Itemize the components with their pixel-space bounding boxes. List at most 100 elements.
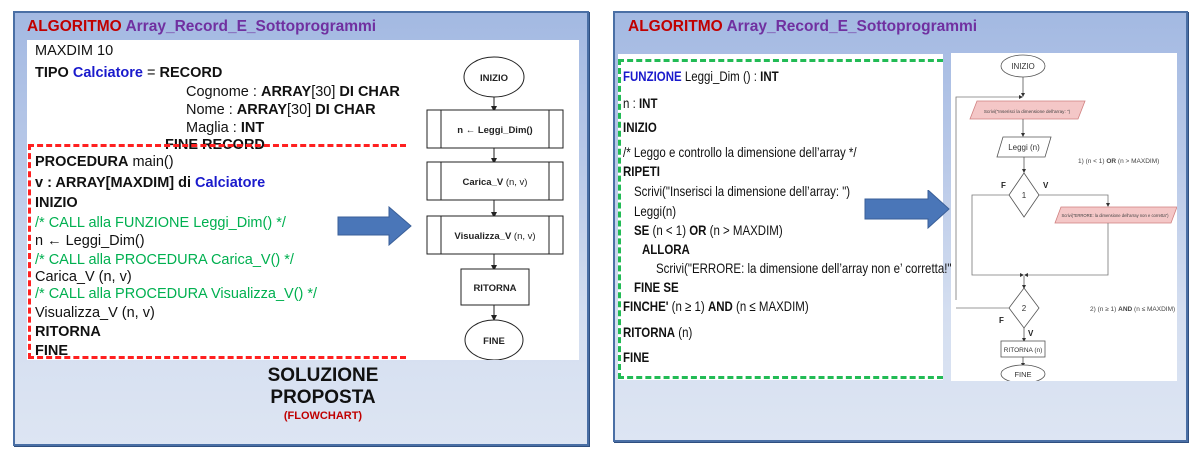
se-line: SE (n < 1) OR (n > MAXDIM): [634, 222, 783, 238]
ripeti: RIPETI: [623, 163, 661, 179]
leggi-n: Leggi(n): [634, 203, 677, 219]
leggi-dim-flowchart: INIZIO Scrivi("Inserisci la dimensione d…: [951, 53, 1177, 381]
finche-cond2: (n ≤ MAXDIM): [732, 298, 809, 314]
allora: ALLORA: [642, 241, 690, 257]
se-cond2: (n > MAXDIM): [706, 222, 783, 238]
flowchart-end-label: FINE: [483, 336, 505, 347]
v-decl: v : ARRAY[MAXDIM] di: [35, 175, 196, 191]
tipo-record: RECORD: [159, 65, 223, 81]
field-type-rest: DI CHAR: [335, 84, 400, 100]
tipo-keyword: TIPO: [35, 65, 69, 81]
flowchart-step-label: Visualizza_V (n, v): [454, 231, 535, 242]
comment-visualizza-v: /* CALL alla PROCEDURA Visualizza_V() */: [35, 286, 318, 302]
flowchart-decision-1: [1008, 172, 1040, 218]
step-bold: Carica_V: [463, 177, 504, 188]
legend-prefix: 1) (n < 1): [1078, 158, 1106, 165]
step-args: (n, v): [503, 177, 527, 188]
field-cognome: Cognome : ARRAY[30] DI CHAR: [186, 84, 400, 100]
flowchart-start-label: INIZIO: [480, 73, 508, 84]
maxdim-line: MAXDIM 10: [35, 43, 114, 59]
flowchart-end: [464, 319, 524, 360]
step-args: (n, v): [511, 231, 535, 242]
stmt-visualizza-v: Visualizza_V (n, v): [35, 305, 155, 321]
se-keyword: SE: [634, 222, 650, 238]
function-box: [618, 59, 943, 379]
right-panel-title: ALGORITMO Array_Record_E_Sottoprogrammi: [628, 18, 977, 36]
flowchart-output-errore: [1054, 206, 1177, 224]
legend-suffix: (n ≤ MAXDIM): [1132, 306, 1175, 313]
legend-op: OR: [1106, 158, 1116, 165]
comment: /* Leggo e controllo la dimensione dell’…: [623, 144, 857, 160]
fine: FINE: [35, 343, 69, 359]
flowchart-step-visualizza-v: [426, 215, 564, 255]
scrivi-errore: Scrivi("ERRORE: la dimensione dell’array…: [656, 260, 956, 276]
fine-se: FINE SE: [634, 279, 679, 295]
tipo-eq: =: [143, 65, 160, 81]
field-nome: Nome : ARRAY[30] DI CHAR: [186, 102, 376, 118]
n-decl: n :: [623, 95, 639, 111]
finche-keyword: FINCHE': [623, 298, 669, 314]
finche-cond1: (n ≥ 1): [668, 298, 708, 314]
v-type: Calciatore: [195, 175, 266, 191]
comment-leggi-dim: /* CALL alla FUNZIONE Leggi_Dim() */: [35, 215, 286, 231]
flowchart-start-label: INIZIO: [1011, 62, 1035, 71]
tipo-line: TIPO Calciatore = RECORD: [35, 65, 222, 81]
decision-2-true: V: [1028, 329, 1034, 338]
decision-2-false: F: [999, 316, 1004, 325]
main-flowchart: INIZIO n ← Leggi_Dim() Carica_V (n, v) V…: [426, 56, 564, 360]
title-keyword: ALGORITMO: [27, 18, 122, 35]
field-type-rest: DI CHAR: [311, 102, 376, 118]
legend-condition-2: 2) (n ≥ 1) AND (n ≤ MAXDIM): [1090, 306, 1175, 313]
left-panel: ALGORITMO Array_Record_E_Sottoprogrammi …: [13, 11, 589, 446]
solution-title: SOLUZIONE PROPOSTA (FLOWCHART): [253, 365, 393, 423]
field-type: ARRAY: [260, 84, 312, 100]
field-type: INT: [240, 120, 265, 136]
field-dim: [30]: [311, 84, 336, 100]
right-arrow-icon: [864, 190, 950, 230]
comment-carica-v: /* CALL alla PROCEDURA Carica_V() */: [35, 252, 294, 268]
stmt-leggi-dim: n ← Leggi_Dim(): [35, 233, 145, 249]
finche-line: FINCHE' (n ≥ 1) AND (n ≤ MAXDIM): [623, 298, 809, 314]
flowchart-step-leggi-dim: [426, 109, 564, 149]
n-decl-line: n : INT: [623, 95, 657, 111]
decision-1-true: V: [1043, 181, 1049, 190]
decision-1-false: F: [1001, 181, 1006, 190]
flowchart-end-label: FINE: [1014, 370, 1031, 379]
inizio: INIZIO: [623, 119, 657, 135]
v-decl-line: v : ARRAY[MAXDIM] di Calciatore: [35, 175, 265, 191]
flowchart-output-inserisci: [969, 100, 1086, 120]
se-cond1: (n < 1): [649, 222, 690, 238]
field-name: Nome :: [186, 102, 237, 118]
stmt-carica-v: Carica_V (n, v): [35, 269, 132, 285]
flowchart-end: [1000, 364, 1046, 381]
funzione-signature: Leggi_Dim () :: [681, 68, 761, 84]
field-maglia: Maglia : INT: [186, 120, 264, 136]
solution-line1: SOLUZIONE: [267, 365, 379, 386]
ritorna-keyword: RITORNA: [623, 324, 676, 340]
fine: FINE: [623, 349, 650, 365]
decision-1-label: 1: [1022, 191, 1027, 200]
flowchart-step-label: n ← Leggi_Dim(): [457, 125, 532, 136]
flowchart-ritorna-label: RITORNA: [473, 283, 516, 294]
left-panel-title: ALGORITMO Array_Record_E_Sottoprogrammi: [27, 18, 376, 36]
finche-and: AND: [707, 298, 733, 314]
ritorna-line: RITORNA (n): [623, 324, 692, 340]
funzione-keyword: FUNZIONE: [623, 68, 682, 84]
field-name: Maglia :: [186, 120, 241, 136]
flowchart-step-carica-v: [426, 161, 564, 201]
flowchart-input-leggi: [996, 136, 1052, 158]
flowchart-step-label: Carica_V (n, v): [463, 177, 528, 188]
field-dim: [30]: [287, 102, 312, 118]
solution-line2: PROPOSTA: [270, 387, 376, 408]
title-name: Array_Record_E_Sottoprogrammi: [125, 18, 377, 35]
flowchart-ritorna-label: RITORNA (n): [1004, 347, 1043, 354]
inizio: INIZIO: [35, 195, 78, 211]
flowchart-output-label: Scrivi("Inserisci la dimensione dell'arr…: [984, 109, 1071, 114]
right-arrow-icon: [337, 206, 412, 246]
title-name: Array_Record_E_Sottoprogrammi: [726, 18, 978, 35]
n-type: INT: [638, 95, 658, 111]
funzione-return-type: INT: [760, 68, 779, 84]
main-procedure-box: [28, 144, 406, 359]
procedura-keyword: PROCEDURA: [35, 154, 129, 170]
decision-2-label: 2: [1022, 304, 1027, 313]
